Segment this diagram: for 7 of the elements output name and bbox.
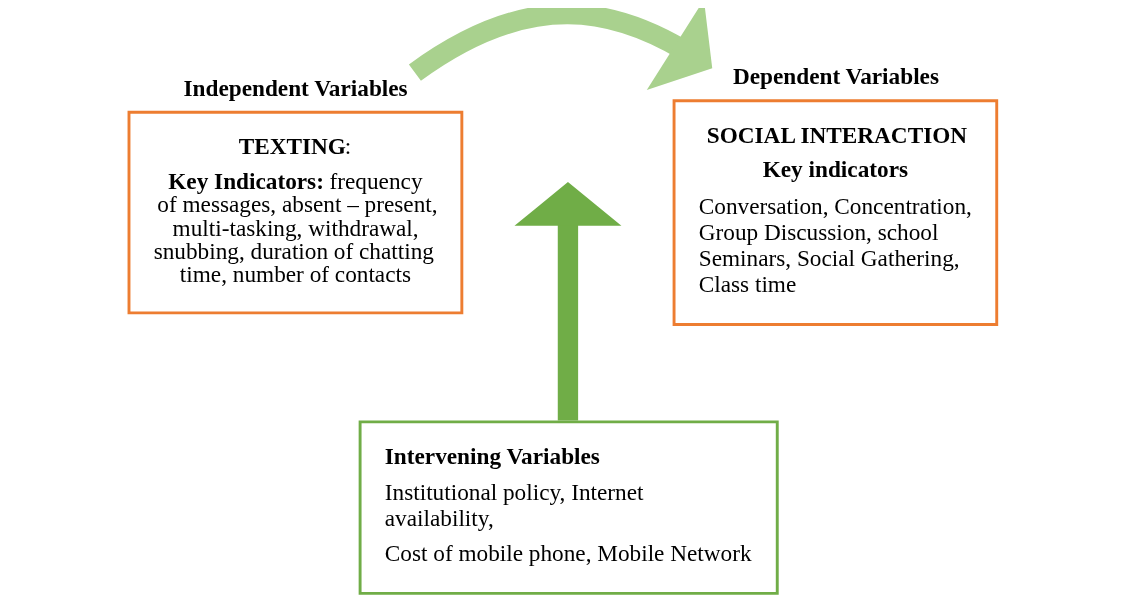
node-box: SOCIAL INTERACTION Key indicators Conversation, Concentration, Group Discussion, school Seminars, Social Gathering, Class time xyxy=(672,99,999,326)
node-box: TEXTING: Key Indicators: frequency of messages, absent – present, multi-tasking, withdrawal, snubbing, duration of chatting time, number of contacts xyxy=(127,110,464,315)
arrow xyxy=(409,8,713,91)
node-label: Independent Variables xyxy=(183,75,408,102)
node-label: Dependent Variables xyxy=(732,63,939,90)
arrow xyxy=(514,182,622,421)
node-box: Intervening Variables Institutional policy, Internet availability, Cost of mobile phone, Mobile Network xyxy=(358,420,779,595)
